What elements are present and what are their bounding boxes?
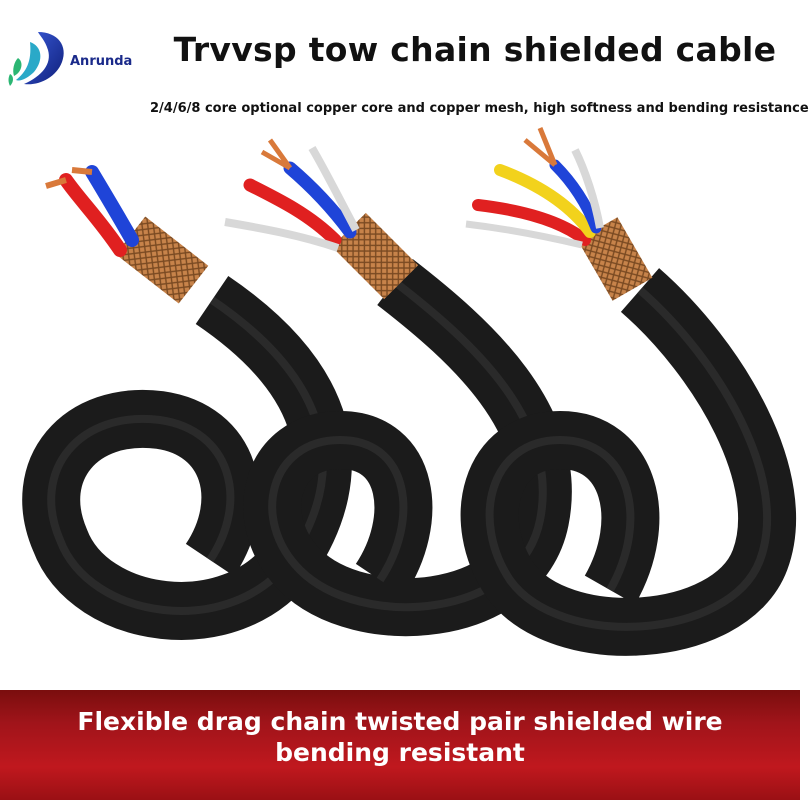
anrunda-logo-icon	[8, 32, 64, 86]
page-subtitle: 2/4/6/8 core optional copper core and co…	[150, 101, 809, 116]
banner-text: Flexible drag chain twisted pair shielde…	[77, 707, 723, 767]
bottom-banner: Flexible drag chain twisted pair shielde…	[0, 690, 800, 800]
cable-illustration	[22, 127, 797, 656]
page-title: Trvvsp tow chain shielded cable	[173, 30, 777, 69]
brand-name: Anrunda	[70, 54, 133, 69]
cable-8-core	[460, 127, 797, 656]
